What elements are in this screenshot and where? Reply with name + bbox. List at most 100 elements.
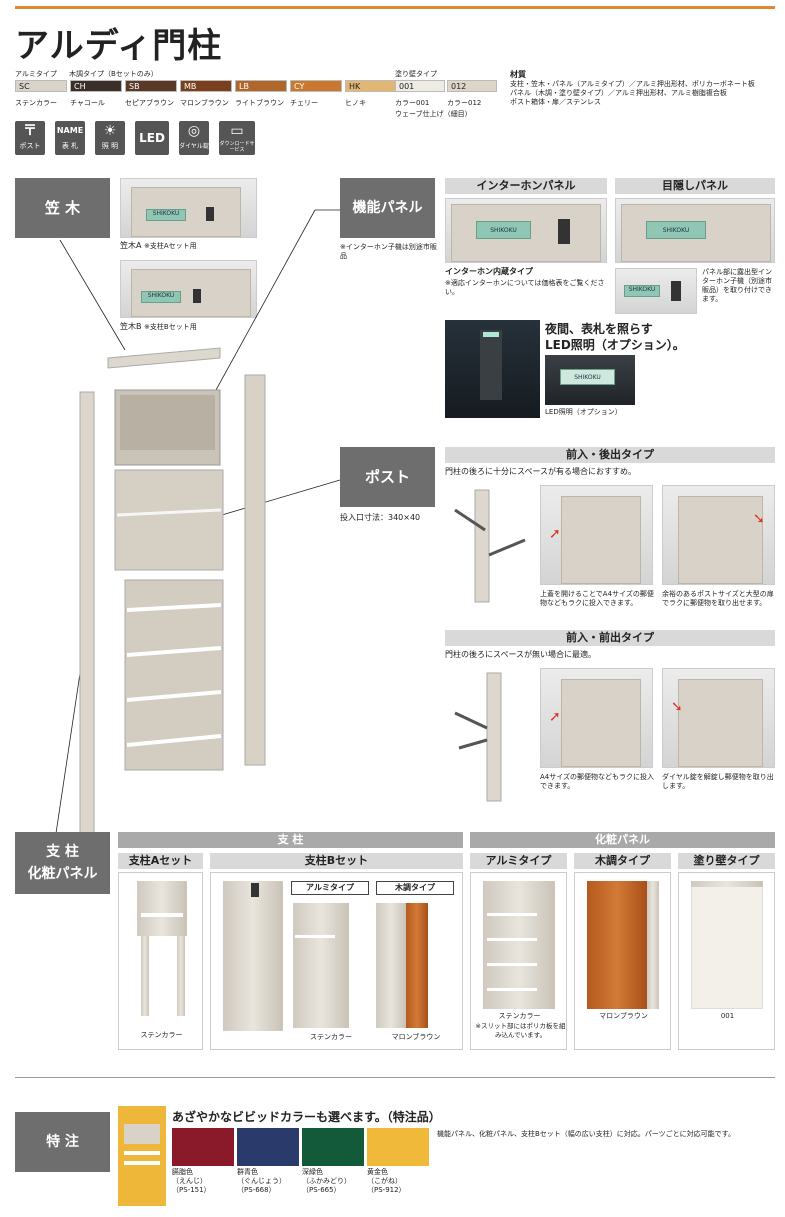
mekakushi-note: パネル部に露出型インターホン子機（別途市販品）を取り付けできます。 [702, 268, 772, 303]
page-title: アルディ門柱 [15, 26, 223, 66]
tokuchu-yellow-photo [118, 1106, 166, 1206]
tokuchu-color-swatch [367, 1128, 429, 1166]
color-name: ヒノキ [345, 99, 366, 107]
post-icon: 〒ポスト [15, 121, 45, 155]
tokuchu-color-swatch [237, 1128, 299, 1166]
tokuchu-label: 特 注 [15, 1112, 110, 1172]
led-caption: LED照明（オプション） [545, 408, 622, 416]
material-line-2: パネル（木調・塗り壁タイプ）／アルミ押出形材、アルミ樹脂複合板 [510, 89, 727, 97]
material-line-3: ポスト箱体・扉／ステンレス [510, 98, 601, 106]
type-alumi: アルミタイプ [15, 70, 57, 78]
kesho-header: 化粧パネル [470, 832, 775, 848]
color-code: LB [239, 82, 249, 91]
dial-lock-icon: ◎ダイヤル錠 [179, 121, 209, 155]
intercom-header: インターホンパネル [445, 178, 607, 194]
kesho-nurikabe-box: 001 [678, 872, 775, 1050]
kasagi-b-photo: SHIKOKU [120, 260, 257, 318]
download-icon: ▭ダウンロードサービス [219, 121, 255, 155]
front-type-header: 前入・前出タイプ [445, 630, 775, 646]
post-note: 投入口寸法：340×40 [340, 513, 421, 522]
tokuchu-color-label: 深緑色（ふかみどり）（PS-665） [302, 1168, 351, 1194]
color-swatch [235, 80, 287, 92]
tokuchu-heading: あざやかなビビッドカラーも選べます。（特注品） [172, 1110, 441, 1124]
type-nurikabe: 塗り壁タイプ [395, 70, 437, 78]
mekakushi-photo: SHIKOKU [615, 198, 775, 263]
color-swatch [180, 80, 232, 92]
rear-caption-2: 余裕のあるポストサイズと大型の扉でラクに郵便物を取り出せます。 [662, 590, 774, 607]
tokuchu-color-label: 臙脂色（えんじ）（PS-151） [172, 1168, 211, 1194]
type-mokucho: 木調タイプ（Bセットのみ） [69, 70, 158, 78]
kinou-panel-label: 機能パネル [340, 178, 435, 238]
rear-type-diagram [454, 489, 526, 603]
color-chart: アルミタイプ 木調タイプ（Bセットのみ） 塗り壁タイプ ウェーブ仕上げ（細目） … [15, 70, 500, 118]
color-name: チェリー [290, 99, 318, 107]
shichu-a-caption: ステンカラー [140, 1031, 183, 1039]
led-icon: LED [135, 121, 169, 155]
color-name: チャコール [70, 99, 105, 107]
front-caption-2: ダイヤル錠を解錠し郵便物を取り出します。 [662, 773, 774, 790]
post-label: ポスト [340, 447, 435, 507]
color-code: 012 [451, 82, 467, 91]
tokuchu-note: 機能パネル、化粧パネル、支柱Bセット（幅の広い支柱）に対応。パーツごとに対応可能… [437, 1130, 735, 1138]
kasagi-a-caption: 笠木A ※支柱Aセット用 [120, 241, 197, 250]
material-line-1: 支柱・笠木・パネル（アルミタイプ）／アルミ押出形材、ポリカーボネート板 [510, 80, 755, 88]
kasagi-label: 笠 木 [15, 178, 110, 238]
color-code: CY [294, 82, 305, 91]
rear-type-desc: 門柱の後ろに十分にスペースが有る場合におすすめ。 [445, 467, 637, 476]
kesho-alumi-box: ステンカラー ※スリット部にはポリカ板を組み込んでいます。 [470, 872, 567, 1050]
led-heading-2: LED照明（オプション）。 [545, 338, 685, 352]
shichu-b-alumi-tag: アルミタイプ [291, 881, 369, 895]
color-swatch [395, 80, 445, 92]
kesho-mokucho-caption: マロンブラウン [599, 1012, 648, 1020]
shichu-b-caption-2: マロンブラウン [391, 1033, 441, 1041]
shichu-a-box: ステンカラー [118, 872, 203, 1050]
divider [15, 1077, 775, 1078]
shichu-b-box: アルミタイプ 木調タイプ ステンカラー マロンブラウン [210, 872, 463, 1050]
mekakushi-small-photo: SHIKOKU [615, 268, 697, 314]
color-code: SB [129, 82, 140, 91]
kasagi-a-photo: SHIKOKU [120, 178, 257, 238]
intercom-note: ※適応インターホンについては価格表をご覧ください。 [445, 279, 605, 296]
shichu-header: 支 柱 [118, 832, 463, 848]
kesho-alumi-header: アルミタイプ [470, 853, 567, 869]
kesho-nurikabe-caption: 001 [720, 1012, 735, 1020]
tokuchu-color-swatch [302, 1128, 364, 1166]
front-photo-2: ➘ [662, 668, 775, 768]
color-name: カラー001 [395, 99, 430, 107]
shichu-b-mokucho-tag: 木調タイプ [376, 881, 454, 895]
front-photo-1: ➚ [540, 668, 653, 768]
shichu-b-header: 支柱Bセット [210, 853, 463, 869]
kesho-alumi-note: ※スリット部にはポリカ板を組み込んでいます。 [475, 1022, 566, 1039]
shichu-kesho-label: 支 柱化粧パネル [15, 832, 110, 894]
front-type-diagram [454, 672, 502, 802]
color-swatch [125, 80, 177, 92]
kasagi-b-caption: 笠木B ※支柱Bセット用 [120, 322, 197, 331]
wave-note: ウェーブ仕上げ（細目） [395, 110, 472, 118]
assembly-illustration [55, 209, 341, 853]
intercom-caption: インターホン内蔵タイプ [445, 267, 533, 276]
led-heading-1: 夜間、表札を照らす [545, 322, 653, 336]
color-code: MB [184, 82, 197, 91]
tokuchu-color-label: 黄金色（こがね）（PS-912） [367, 1168, 406, 1194]
rear-photo-1: ➚ [540, 485, 653, 585]
tokuchu-color-label: 群青色（ぐんじょう）（PS-668） [237, 1168, 286, 1194]
tokuchu-color-swatch [172, 1128, 234, 1166]
kesho-mokucho-header: 木調タイプ [574, 853, 671, 869]
color-code: 001 [399, 82, 415, 91]
color-name: マロンブラウン [180, 99, 229, 107]
shichu-a-header: 支柱Aセット [118, 853, 203, 869]
light-icon: ☀照 明 [95, 121, 125, 155]
rear-photo-2: ➘ [662, 485, 775, 585]
color-name: セピアブラウン [125, 99, 174, 107]
color-swatch [70, 80, 122, 92]
color-code: CH [74, 82, 86, 91]
color-swatch [447, 80, 497, 92]
top-accent-line [15, 6, 775, 9]
front-type-desc: 門柱の後ろにスペースが無い場合に最適。 [445, 650, 597, 659]
led-night-photo [445, 320, 540, 418]
kesho-mokucho-box: マロンブラウン [574, 872, 671, 1050]
shichu-b-caption-1: ステンカラー [310, 1033, 352, 1041]
kinou-note: ※インターホン子機は別途市販品 [340, 243, 437, 260]
